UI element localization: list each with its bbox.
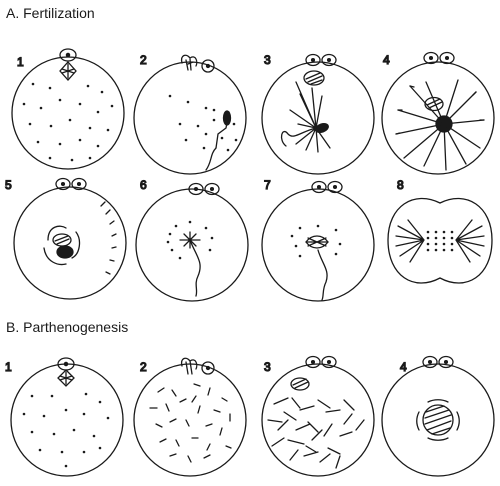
panel-a6: 6 [136,178,248,301]
panel-a4: 4 [382,53,494,175]
diploidized-nucleus [417,400,460,441]
panel-a1: 1 [12,49,124,169]
panel-number-a8: 8 [397,178,404,192]
zygote-nucleus [180,232,200,296]
sperm-aster [282,82,330,152]
panel-number-b1: 1 [5,360,12,374]
cytoplasm-granules [23,393,110,468]
chromosome-dots [427,231,454,252]
anaphase-spindle [396,220,484,262]
panel-number-a5: 5 [5,178,12,192]
fusing-pronuclei [44,226,79,264]
panel-number-a3: 3 [264,53,271,67]
panel-a7: 7 [262,178,374,301]
egg-nucleus [60,62,76,80]
dense-astral-rays [268,398,364,468]
egg-nucleus [58,370,74,386]
cytoplasm-granules [23,83,114,162]
panel-b2: 2 [134,358,246,476]
panel-b1: 1 [5,358,123,476]
panel-a3: 3 [262,53,374,174]
panel-number-a6: 6 [140,178,147,192]
polar-bodies [423,357,453,368]
panel-a2: 2 [134,53,246,174]
cortical-marks [101,202,116,274]
egg-nucleus [291,378,309,390]
aster-rays [396,80,484,170]
scattered-astral-rays [150,384,231,462]
cleaving-egg [388,198,492,283]
panel-number-b4: 4 [400,360,407,374]
egg-cell [11,364,123,476]
polar-bodies [312,182,342,193]
panel-number-a1: 1 [17,55,24,69]
section-b-title: B. Parthenogenesis [6,319,128,335]
panel-number-b3: 3 [264,360,271,374]
panel-a5: 5 [5,178,126,299]
section-a-title: A. Fertilization [6,5,95,21]
polar-body [182,55,214,72]
panel-number-b2: 2 [140,360,147,374]
egg-cell [262,189,374,301]
polar-body [60,49,76,61]
panel-number-a4: 4 [383,53,390,67]
panel-number-a2: 2 [140,53,147,67]
panel-b4: 4 [382,357,494,477]
female-pronucleus [304,71,324,85]
sperm [206,111,231,170]
panel-b3: 3 [262,357,374,477]
egg-cell [262,364,374,476]
first-cleavage-spindle [306,236,328,300]
polar-body [182,358,214,374]
panel-a8: 8 [388,178,492,283]
panel-number-a7: 7 [264,178,271,192]
